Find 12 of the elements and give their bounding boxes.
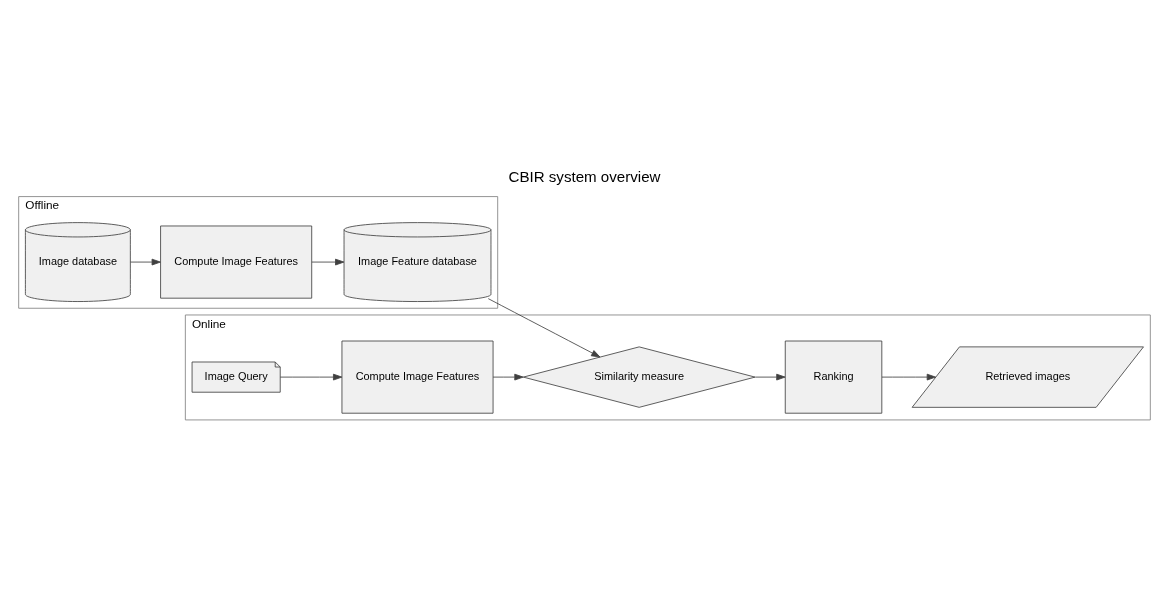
arrow (487, 298, 601, 358)
arrow (881, 373, 936, 381)
diagram-title: CBIR system overview (508, 167, 661, 185)
arrow (311, 258, 345, 266)
arrow (492, 373, 524, 381)
arrow (279, 373, 343, 381)
arrow (130, 258, 161, 266)
node-box: Ranking (784, 340, 883, 414)
node-diamond: Similarity measure (522, 346, 756, 408)
node-box: Compute Image Features (160, 225, 313, 299)
arrow (754, 373, 786, 381)
node-box: Compute Image Features (341, 340, 494, 414)
